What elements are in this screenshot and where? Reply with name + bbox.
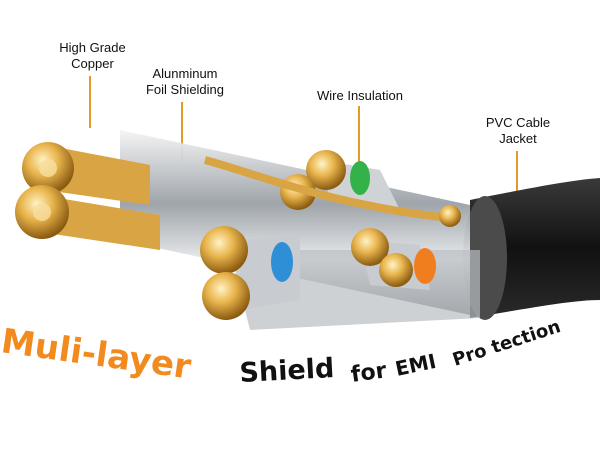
leader-insulation — [358, 106, 360, 166]
copper-bundle-top-left — [22, 142, 150, 205]
tagline-part5: Pro tection — [450, 316, 563, 371]
callout-insulation: Wire Insulation — [317, 88, 403, 103]
tagline-part1: Muli-layer — [0, 321, 194, 387]
orange-pair — [351, 228, 436, 290]
tagline: Muli-layer Shield for EMI Pro tection — [0, 316, 563, 389]
drain-wire — [203, 156, 461, 227]
leader-copper — [89, 76, 91, 128]
leader-jacket — [516, 151, 518, 209]
tagline-part4: EMI — [393, 349, 438, 381]
blue-pair — [200, 226, 300, 320]
copper-bundle-mid-left — [15, 185, 160, 250]
leader-foil — [181, 102, 183, 162]
tagline-part2: Shield — [239, 353, 335, 389]
pvc-jacket — [463, 178, 600, 320]
callout-copper: High Grade Copper — [59, 40, 126, 71]
tagline-part3: for — [349, 358, 388, 388]
callout-jacket: PVC Cable Jacket — [485, 115, 551, 146]
callout-foil: Alunminum Foil Shielding — [145, 66, 225, 97]
